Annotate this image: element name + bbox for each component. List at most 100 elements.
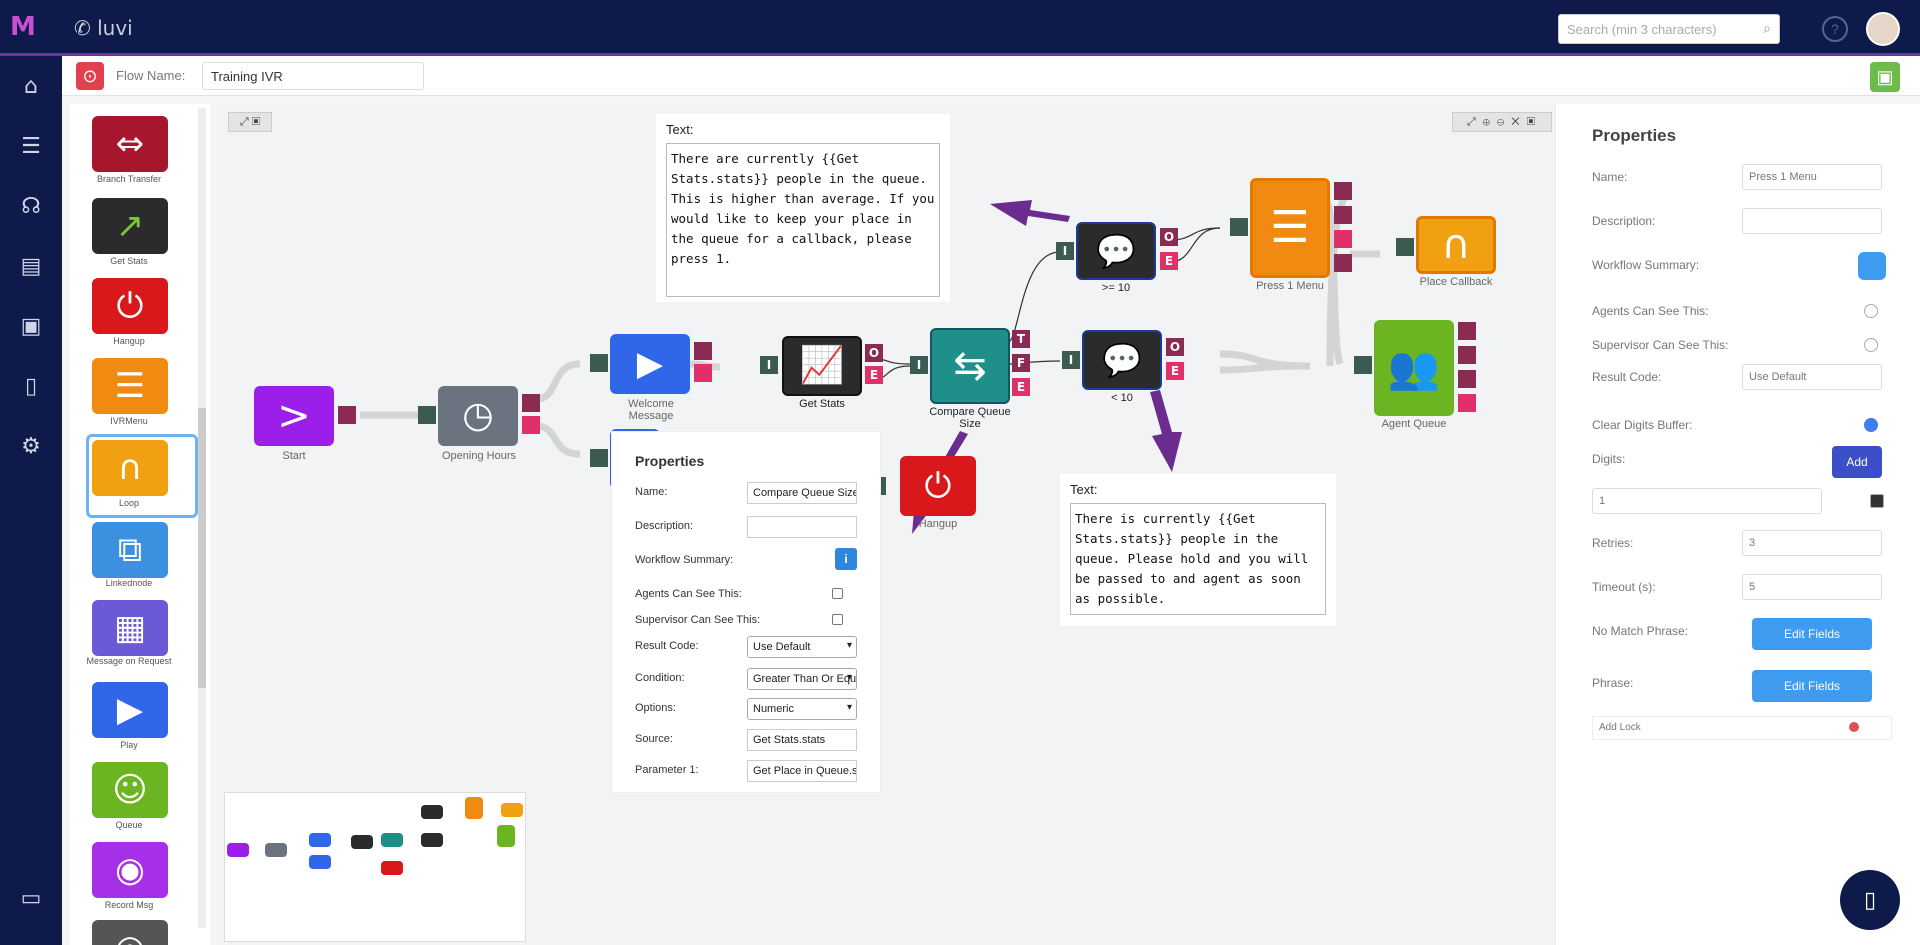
port-in[interactable] [1230, 218, 1248, 236]
node-opening-hours[interactable]: ◷ [438, 386, 518, 446]
palette-message-request[interactable]: ▦ [92, 600, 168, 656]
rp-timeout-input[interactable]: 5 [1742, 574, 1882, 600]
rp-supervisor-toggle[interactable] [1864, 338, 1878, 352]
node-ivr-menu[interactable]: ☰ [1250, 178, 1330, 278]
node-start[interactable]: > [254, 386, 334, 446]
canvas-tools-left[interactable]: ⤢ ▣ [228, 112, 272, 132]
palette-play[interactable]: ▶ [92, 682, 168, 738]
rp-clear-toggle[interactable] [1864, 418, 1878, 432]
database-icon[interactable]: ▤ [20, 254, 42, 279]
user-avatar[interactable] [1866, 12, 1900, 46]
port-error[interactable] [694, 364, 712, 382]
port-out[interactable]: O [1160, 228, 1178, 246]
scrollbar-thumb[interactable] [198, 408, 206, 688]
rp-result-select[interactable]: Use Default [1742, 364, 1882, 390]
palette-more[interactable]: ◎ [92, 920, 168, 945]
port-option[interactable] [1334, 254, 1352, 272]
port-error[interactable]: E [1166, 362, 1184, 380]
settings-icon[interactable]: ⚙ [21, 434, 41, 459]
port-error[interactable] [1458, 394, 1476, 412]
node-say-high[interactable]: 💬 [1076, 222, 1156, 280]
options-select[interactable]: Numeric [747, 698, 857, 720]
port-error[interactable]: E [865, 366, 883, 384]
rp-name-input[interactable]: Press 1 Menu [1742, 164, 1882, 190]
rp-description-input[interactable] [1742, 208, 1882, 234]
canvas-zoom-tools[interactable]: ⤢ ⊕ ⊖ ✕ ▣ [1452, 112, 1552, 132]
search-icon[interactable]: ⌕ [1763, 20, 1771, 36]
port-false[interactable] [522, 416, 540, 434]
rp-remove-icon[interactable] [1849, 722, 1859, 732]
port-option[interactable] [1334, 230, 1352, 248]
rp-agents-toggle[interactable] [1864, 304, 1878, 318]
port-option[interactable] [1458, 322, 1476, 340]
port-option[interactable] [1334, 206, 1352, 224]
port-error[interactable]: E [1160, 252, 1178, 270]
node-welcome[interactable]: ▶ [610, 334, 690, 394]
port-out[interactable]: O [865, 344, 883, 362]
port-in[interactable]: I [760, 356, 778, 374]
headset-icon[interactable]: ☊ [21, 194, 41, 219]
result-code-select[interactable]: Use Default [747, 636, 857, 658]
palette-loop[interactable]: ∩ [92, 440, 168, 496]
agents-checkbox[interactable] [832, 588, 843, 599]
clipboard-icon[interactable]: ▭ [20, 886, 42, 911]
port-out[interactable]: O [1166, 338, 1184, 356]
source-input[interactable]: Get Stats.stats [747, 729, 857, 751]
port-in[interactable] [590, 449, 608, 467]
port-in[interactable]: I [1062, 351, 1080, 369]
rp-add-digit-button[interactable]: Add [1832, 446, 1882, 478]
port-option[interactable] [1458, 346, 1476, 364]
port-option[interactable] [1458, 370, 1476, 388]
info-icon[interactable]: i [835, 548, 857, 570]
palette-ivr-menu[interactable]: ☰ [92, 358, 168, 414]
help-icon[interactable]: ? [1822, 16, 1848, 42]
port-false[interactable]: F [1012, 354, 1030, 372]
lock-icon[interactable]: ▣ [20, 314, 42, 339]
canvas-minimap[interactable] [224, 792, 526, 942]
port-in[interactable] [1396, 238, 1414, 256]
port-true[interactable] [522, 394, 540, 412]
phone-fab-icon[interactable]: ▯ [1840, 870, 1900, 930]
document-icon[interactable]: ▯ [24, 374, 38, 399]
palette-record[interactable]: ◉ [92, 842, 168, 898]
rp-phrase-button[interactable]: Edit Fields [1752, 670, 1872, 702]
brand-logo[interactable]: M [10, 12, 36, 42]
port-in[interactable] [418, 406, 436, 424]
palette-get-stats[interactable]: ↗ [92, 198, 168, 254]
palette-hangup[interactable]: ⏻ [92, 278, 168, 334]
port-option[interactable] [1334, 182, 1352, 200]
palette-branch-transfer[interactable]: ⇔ [92, 116, 168, 172]
port-in[interactable] [590, 354, 608, 372]
save-button[interactable]: ▣ [1870, 62, 1900, 92]
rp-digit-delete-icon[interactable] [1870, 494, 1884, 508]
name-input[interactable]: Compare Queue Size [747, 482, 857, 504]
list-icon[interactable]: ☰ [21, 134, 41, 159]
port-in[interactable]: I [910, 356, 928, 374]
parameter-input[interactable]: Get Place in Queue.stats [747, 760, 857, 782]
text-high-textarea[interactable]: There are currently {{Get Stats.stats}} … [666, 143, 940, 297]
port-in[interactable] [1354, 356, 1372, 374]
rp-digit-input[interactable]: 1 [1592, 488, 1822, 514]
rp-retries-input[interactable]: 3 [1742, 530, 1882, 556]
node-get-stats[interactable]: 📈 [782, 336, 862, 396]
node-say-low[interactable]: 💬 [1082, 330, 1162, 390]
supervisor-checkbox[interactable] [832, 614, 843, 625]
node-callback[interactable]: ∩ [1416, 216, 1496, 274]
palette-queue[interactable]: ☺ [92, 762, 168, 818]
rp-nomatch-button[interactable]: Edit Fields [1752, 618, 1872, 650]
flow-name-input[interactable]: Training IVR [202, 62, 424, 90]
description-input[interactable] [747, 516, 857, 538]
port-error[interactable]: E [1012, 378, 1030, 396]
text-low-textarea[interactable]: There is currently {{Get Stats.stats}} p… [1070, 503, 1326, 615]
port-out[interactable] [694, 342, 712, 360]
global-search-input[interactable]: Search (min 3 characters) ⌕ [1558, 14, 1780, 44]
node-compare-queue-size[interactable]: ⇆ [930, 328, 1010, 404]
node-hangup[interactable]: ⏻ [900, 456, 976, 516]
rp-info-icon[interactable] [1858, 252, 1886, 280]
condition-select[interactable]: Greater Than Or Equal [747, 668, 857, 690]
palette-linked-node[interactable]: ⧉ [92, 522, 168, 578]
port-in[interactable]: I [1056, 242, 1074, 260]
palette-scrollbar[interactable] [198, 108, 206, 928]
dashboard-icon[interactable]: ⌂ [24, 74, 38, 99]
node-agent-queue[interactable]: 👥 [1374, 320, 1454, 416]
